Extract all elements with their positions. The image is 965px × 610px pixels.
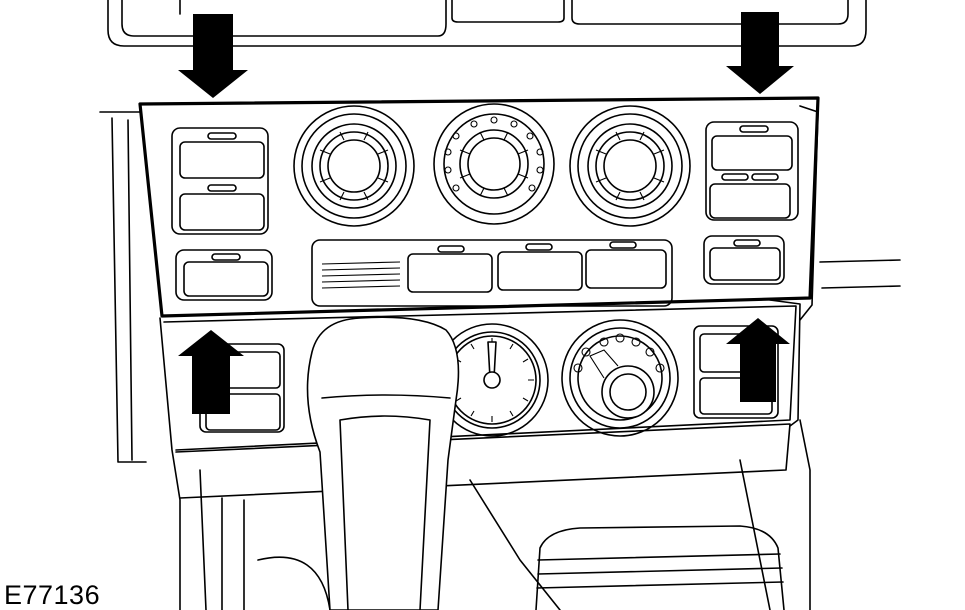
figure-id-label: E77136 xyxy=(4,580,101,610)
removal-arrows xyxy=(178,12,794,414)
upper-dash-vents xyxy=(107,0,867,47)
arrow-up-icon xyxy=(178,330,244,414)
arrow-up-icon xyxy=(726,318,790,402)
storage-tray xyxy=(535,525,785,610)
arrow-down-icon xyxy=(726,12,794,94)
climate-control-panel xyxy=(138,96,820,318)
console-body xyxy=(99,105,901,610)
right-temperature-knob xyxy=(569,105,691,227)
left-temperature-knob xyxy=(293,105,415,227)
gear-shifter xyxy=(306,316,460,610)
arrow-down-icon xyxy=(178,14,248,98)
centre-fan-knob xyxy=(433,103,555,225)
